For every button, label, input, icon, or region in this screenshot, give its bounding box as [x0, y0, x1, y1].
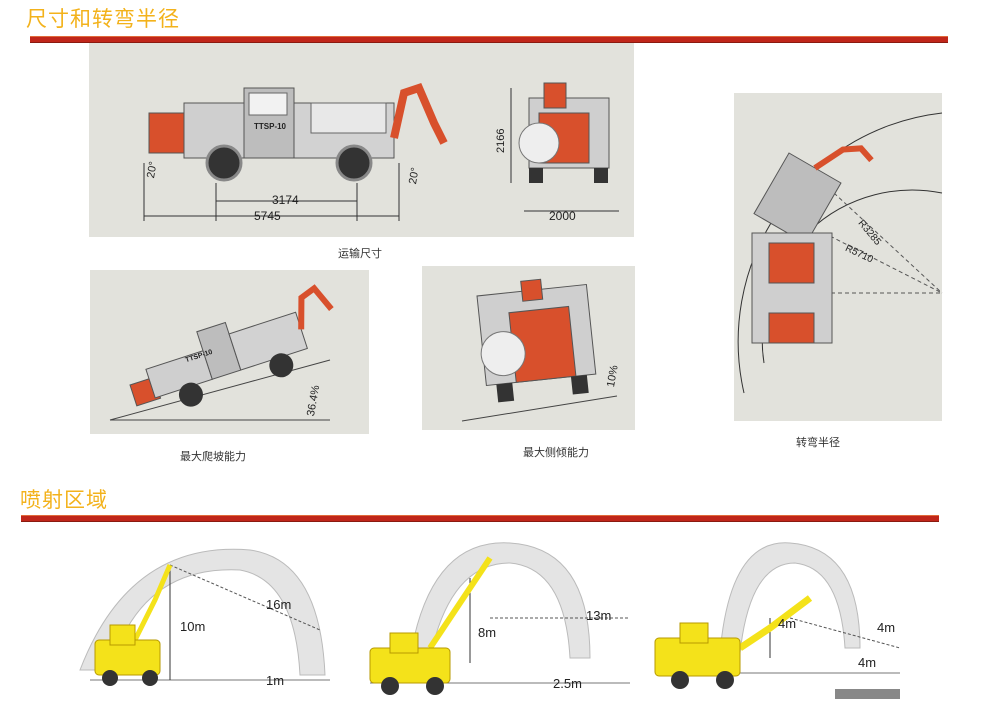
section-divider — [30, 36, 948, 43]
caption-tilt: 最大侧倾能力 — [523, 446, 589, 459]
spray-1-side: 1m — [266, 673, 285, 688]
section-divider-2 — [21, 515, 939, 522]
spray-3-width: 4m — [877, 620, 896, 635]
transport-dimension-panel: 3174 5745 2000 2166 20° 20° TTSP-10 — [89, 43, 634, 237]
spray-1-height: 10m — [180, 619, 206, 634]
spray-diagram-1: 10m 16m 1m — [70, 540, 340, 700]
section-title-dimensions: 尺寸和转弯半径 — [26, 7, 180, 31]
transport-drawing — [143, 82, 619, 221]
spray-3-height: 4m — [778, 616, 797, 631]
spray-3-side: 4m — [858, 655, 877, 670]
caption-climb: 最大爬坡能力 — [180, 450, 246, 463]
spray-2-side: 2.5m — [553, 676, 582, 691]
turn-radius-panel: R3285 R5710 — [734, 93, 943, 421]
spray-diagram-3: 4m 4m 4m — [650, 538, 910, 700]
dim-length: 5745 — [254, 209, 281, 223]
tilt-panel: 10% — [422, 266, 635, 430]
model-label-transport: TTSP-10 — [254, 122, 287, 131]
spray-1-width: 16m — [266, 597, 292, 612]
climb-drawing — [109, 284, 334, 421]
section-title-spray-area: 喷射区域 — [20, 488, 108, 512]
footer-bar — [835, 689, 900, 699]
spray-2-height: 8m — [478, 625, 497, 640]
spray-diagram-2: 8m 13m 2.5m — [360, 538, 640, 700]
climb-panel: 36.4% TTSP-10 — [90, 270, 369, 434]
tilt-drawing — [461, 278, 618, 422]
spray-2-width: 13m — [586, 608, 612, 623]
caption-turn-radius: 转弯半径 — [796, 436, 840, 449]
dim-wheelbase: 3174 — [272, 193, 299, 207]
turn-radius-drawing — [737, 112, 943, 394]
caption-transport: 运输尺寸 — [338, 247, 382, 260]
dim-height: 2166 — [495, 128, 507, 153]
dim-width: 2000 — [549, 209, 576, 223]
